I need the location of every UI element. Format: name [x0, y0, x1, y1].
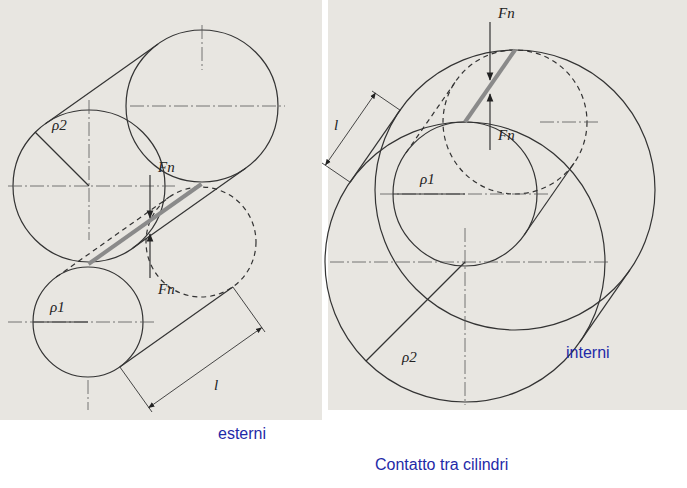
- radius-line: [393, 193, 465, 194]
- dimension-length: [322, 91, 400, 182]
- scan-background: [0, 0, 322, 420]
- figure-caption: Contatto tra cilindri: [375, 456, 508, 474]
- force-label: Fn: [498, 128, 515, 143]
- inner-cylinder: [393, 50, 587, 266]
- center-lines: [330, 122, 610, 405]
- force-label: Fn: [498, 6, 515, 21]
- radius-line: [366, 262, 465, 361]
- group-label: interni: [566, 345, 610, 361]
- dimension-label: l: [214, 378, 218, 393]
- radius-label: ρ1: [420, 172, 435, 187]
- scan-background: [328, 0, 687, 410]
- radius-line: [35, 132, 89, 186]
- group-label: esterni: [218, 426, 266, 442]
- radius-label: ρ1: [50, 300, 65, 315]
- radius-label: ρ2: [402, 350, 417, 365]
- radius-label: ρ2: [52, 118, 67, 133]
- force-label: Fn: [158, 160, 175, 175]
- center-lines: [8, 25, 285, 410]
- dimension-label: l: [334, 118, 338, 133]
- lower-cylinder: [33, 187, 256, 377]
- force-arrow: [149, 175, 150, 218]
- force-arrow: [489, 22, 490, 80]
- force-arrow: [489, 94, 490, 150]
- outer-cylinder: [325, 50, 655, 402]
- dimension-length: [120, 287, 265, 412]
- contact-line: [89, 184, 202, 264]
- force-arrow: [149, 234, 150, 278]
- force-label: Fn: [158, 282, 175, 297]
- radius-line: [33, 321, 88, 322]
- upper-cylinder: [13, 30, 278, 262]
